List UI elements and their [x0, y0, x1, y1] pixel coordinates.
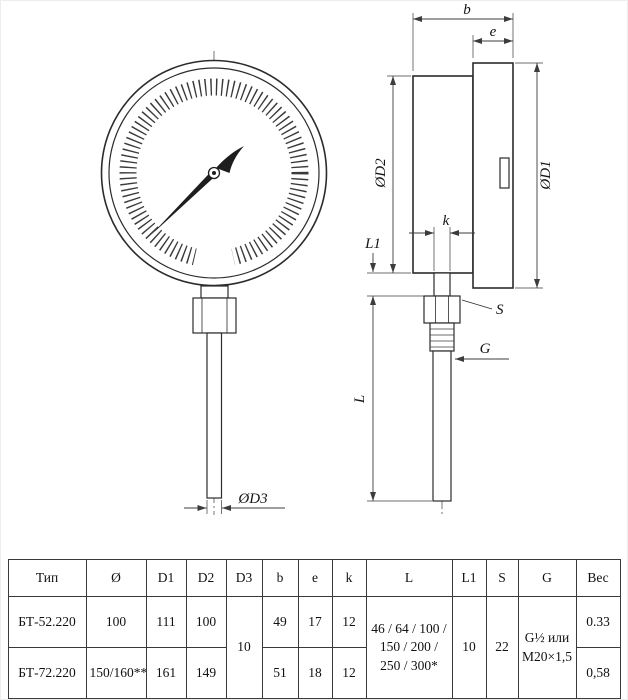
- cell-d1: 161: [145, 647, 187, 699]
- col-header-e: e: [297, 559, 333, 597]
- case-body: [412, 75, 474, 274]
- dial-tick-scale: [119, 78, 309, 268]
- dim-label-l: L: [352, 395, 368, 404]
- col-header-diameter: Ø: [85, 559, 147, 597]
- front-view: ØD3: [100, 51, 328, 515]
- dim-d3: ØD3: [184, 491, 285, 514]
- dim-label-e: e: [490, 24, 497, 40]
- table-row: БТ-52.220 100 111 100 10 49 17 12 46 / 6…: [7, 596, 621, 699]
- col-header-l: L: [365, 559, 453, 597]
- dim-d1: ØD1: [515, 62, 554, 289]
- side-neck: [433, 272, 451, 297]
- cell-l1-shared: 10: [451, 596, 487, 699]
- col-header-s: S: [485, 559, 519, 597]
- dim-d2: ØD2: [367, 75, 411, 274]
- dim-label-g: G: [480, 341, 491, 357]
- thread-lines: [430, 328, 454, 348]
- front-neck: [200, 285, 229, 299]
- dim-e: e: [472, 24, 513, 58]
- dim-l1: L1: [364, 236, 424, 297]
- cell-weight: 0,58: [575, 647, 621, 699]
- dim-label-d3: ØD3: [237, 491, 267, 507]
- front-stem: [206, 332, 223, 499]
- dim-label-d2: ØD2: [373, 158, 389, 189]
- cell-s-shared: 22: [485, 596, 519, 699]
- needle-flag: [216, 146, 244, 173]
- cell-d3-shared: 10: [225, 596, 263, 699]
- col-header-d1: D1: [145, 559, 187, 597]
- dim-l: L: [352, 296, 432, 502]
- cell-d2: 149: [185, 647, 227, 699]
- dim-label-b: b: [463, 2, 471, 18]
- flange-clip: [499, 157, 510, 189]
- dim-g: G: [455, 341, 509, 362]
- col-header-weight: Вес: [575, 559, 621, 597]
- table-row: БТ-72.220 150/160** 161 149 51 18 12 0,5…: [7, 647, 621, 699]
- col-header-k: k: [331, 559, 367, 597]
- cell-type: БТ-52.220: [7, 596, 87, 648]
- side-stem: [432, 350, 452, 502]
- cell-b: 49: [261, 596, 299, 648]
- cell-weight: 0.33: [575, 596, 621, 648]
- cell-k: 12: [331, 596, 367, 648]
- cell-diameter: 100: [85, 596, 147, 648]
- needle: [151, 170, 217, 235]
- cell-e: 17: [297, 596, 333, 648]
- col-header-b: b: [261, 559, 299, 597]
- dim-label-l1: L1: [364, 236, 381, 252]
- dim-label-d1: ØD1: [538, 160, 554, 190]
- cell-l-shared: 46 / 64 / 100 / 150 / 200 / 250 / 300*: [365, 596, 453, 699]
- dim-k: k: [409, 213, 475, 271]
- cell-diameter: 150/160**: [85, 647, 147, 699]
- col-header-l1: L1: [451, 559, 487, 597]
- cell-type: БТ-72.220: [7, 647, 87, 699]
- hex-nut: [423, 295, 461, 324]
- dimensions-table: Тип Ø D1 D2 D3 b e k L L1 S G Вес БТ-52.…: [7, 559, 621, 699]
- side-view: b e ØD2 ØD1: [352, 2, 554, 515]
- dim-s: S: [461, 299, 504, 318]
- dim-label-s: S: [496, 302, 504, 318]
- front-bushing: [192, 297, 237, 334]
- cell-g-shared: G½ или M20×1,5: [517, 596, 577, 699]
- needle-hub-pin: [212, 171, 216, 175]
- cell-d2: 100: [185, 596, 227, 648]
- table-header-row: Тип Ø D1 D2 D3 b e k L L1 S G Вес: [7, 559, 621, 597]
- cell-k: 12: [331, 647, 367, 699]
- technical-drawing: ØD3 b e: [100, 2, 554, 515]
- dial-scale-gap: [192, 173, 236, 269]
- col-header-d3: D3: [225, 559, 263, 597]
- col-header-type: Тип: [7, 559, 87, 597]
- col-header-g: G: [517, 559, 577, 597]
- dim-label-k: k: [443, 213, 450, 229]
- thread-section: [429, 322, 455, 352]
- cell-e: 18: [297, 647, 333, 699]
- dim-b: b: [412, 2, 514, 71]
- cell-d1: 111: [145, 596, 187, 648]
- col-header-d2: D2: [185, 559, 227, 597]
- cell-b: 51: [261, 647, 299, 699]
